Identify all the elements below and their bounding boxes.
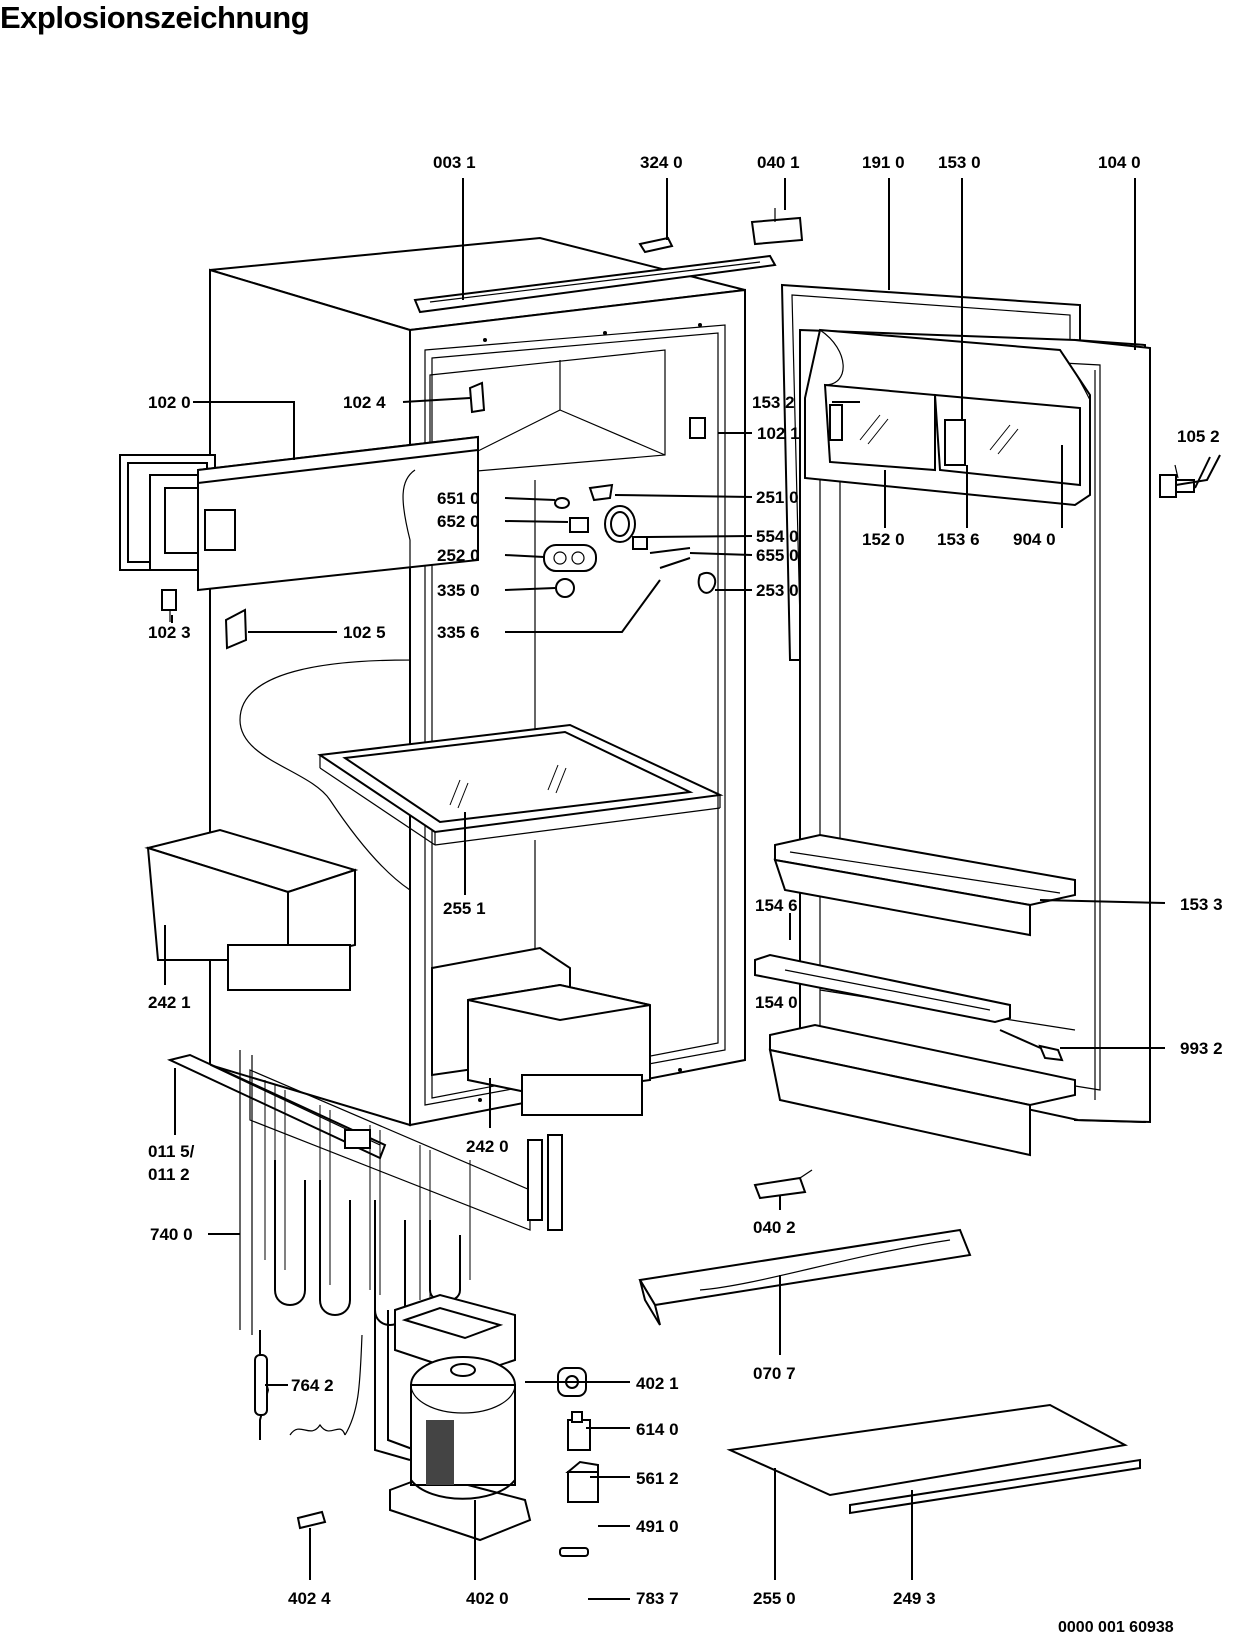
label-491-0: 491 0 (636, 1517, 679, 1536)
label-993-2: 993 2 (1180, 1039, 1223, 1058)
label-253-0: 253 0 (756, 581, 799, 600)
label-402-1: 402 1 (636, 1374, 679, 1393)
label-102-1: 102 1 (757, 424, 800, 443)
label-764-2: 764 2 (291, 1376, 334, 1395)
label-153-6: 153 6 (937, 530, 980, 549)
label-152-0: 152 0 (862, 530, 905, 549)
glass-shelf (317, 723, 724, 846)
page-title: Explosionszeichnung (0, 0, 310, 35)
cover-strip (849, 1458, 1141, 1515)
label-740-0: 740 0 (150, 1225, 193, 1244)
label-153-0: 153 0 (938, 153, 981, 172)
label-011-5: 011 5/ (148, 1142, 195, 1161)
label-561-2: 561 2 (636, 1469, 679, 1488)
label-252-0: 252 0 (437, 546, 480, 565)
door-shelf-upper (773, 833, 1076, 937)
label-011-2: 011 2 (148, 1165, 190, 1184)
label-102-0: 102 0 (148, 393, 191, 412)
part-labels: 003 1 324 0 040 1 191 0 153 0 104 0 102 … (148, 153, 1223, 1608)
door-shelf-lower (768, 1023, 1076, 1157)
glass-plate (726, 1403, 1129, 1497)
bottom-rail (167, 1053, 387, 1160)
label-191-0: 191 0 (862, 153, 905, 172)
leader-lines (164, 178, 1221, 1600)
label-655-0: 655 0 (756, 546, 799, 565)
label-335-0: 335 0 (437, 581, 480, 600)
label-402-4: 402 4 (288, 1589, 331, 1608)
label-255-1: 255 1 (443, 899, 486, 918)
top-rail (413, 254, 777, 314)
label-242-0: 242 0 (466, 1137, 509, 1156)
label-153-3: 153 3 (1180, 895, 1223, 914)
electrical-parts (557, 1367, 599, 1557)
label-335-6: 335 6 (437, 623, 480, 642)
condenser (239, 1050, 563, 1335)
plinth (638, 1228, 972, 1326)
label-153-2: 153 2 (752, 393, 795, 412)
label-651-0: 651 0 (437, 489, 480, 508)
compressor-assembly (254, 1293, 532, 1542)
label-102-5: 102 5 (343, 623, 386, 642)
label-102-3: 102 3 (148, 623, 191, 642)
label-102-4: 102 4 (343, 393, 386, 412)
label-614-0: 614 0 (636, 1420, 679, 1439)
label-783-7: 783 7 (636, 1589, 679, 1608)
label-105-2: 105 2 (1177, 427, 1220, 446)
label-003-1: 003 1 (433, 153, 476, 172)
label-554-0: 554 0 (756, 527, 799, 546)
label-040-2: 040 2 (753, 1218, 796, 1237)
document-number: 0000 001 60938 (1058, 1619, 1174, 1635)
label-251-0: 251 0 (756, 488, 799, 507)
label-904-0: 904 0 (1013, 530, 1056, 549)
label-242-1: 242 1 (148, 993, 191, 1012)
label-070-7: 070 7 (753, 1364, 796, 1383)
freezer-drawer (144, 828, 359, 991)
label-040-1: 040 1 (757, 153, 800, 172)
label-402-0: 402 0 (466, 1589, 509, 1608)
label-249-3: 249 3 (893, 1589, 936, 1608)
freezer-door-assembly (119, 435, 479, 592)
control-parts (543, 483, 717, 598)
label-652-0: 652 0 (437, 512, 480, 531)
label-324-0: 324 0 (640, 153, 683, 172)
label-104-0: 104 0 (1098, 153, 1141, 172)
butter-compartment (804, 328, 1091, 507)
crisper-drawer (431, 946, 651, 1116)
label-154-0: 154 0 (755, 993, 798, 1012)
label-154-6: 154 6 (755, 896, 798, 915)
label-255-0: 255 0 (753, 1589, 796, 1608)
